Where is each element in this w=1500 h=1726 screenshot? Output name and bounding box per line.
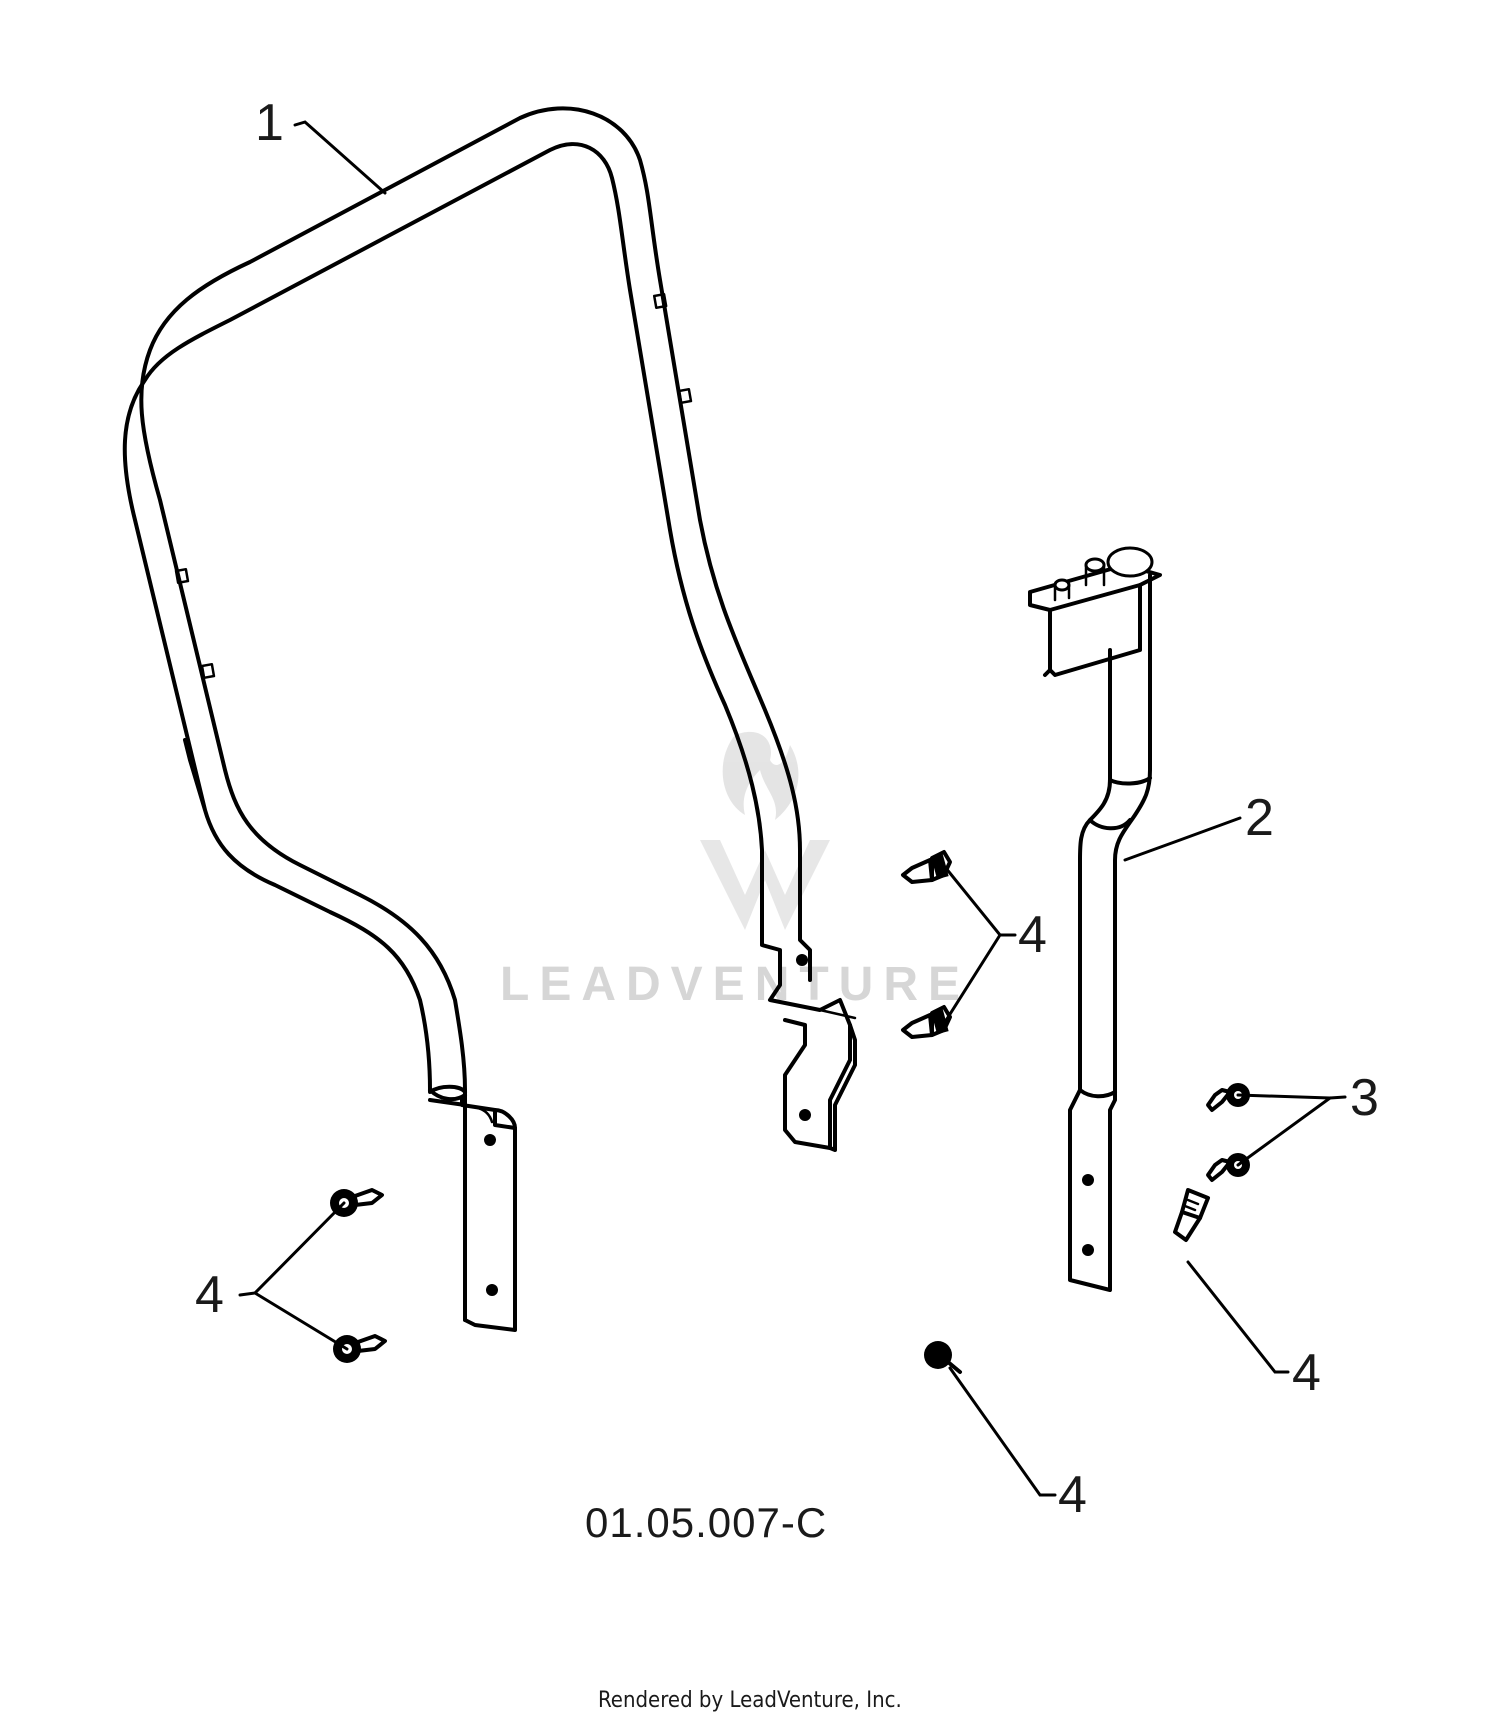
part-1-frame-bar <box>122 106 857 1332</box>
callout-1: 1 <box>255 94 284 152</box>
callout-4-bottom: 4 <box>1058 1466 1087 1524</box>
drawing-code: 01.05.007-C <box>585 1499 827 1546</box>
render-credit: Rendered by LeadVenture, Inc. <box>598 1688 902 1713</box>
part-2-support-bar <box>1028 546 1162 1292</box>
watermark-logo <box>700 731 830 930</box>
part-4-fastener-bottom <box>924 1341 962 1374</box>
callout-3: 3 <box>1350 1069 1379 1127</box>
part-4-fastener-left-2 <box>333 1334 387 1363</box>
callout-4-upper: 4 <box>1018 906 1047 964</box>
part-4-fastener-upper-1 <box>901 850 952 884</box>
leader-lines <box>238 120 1347 1497</box>
watermark-text: LEADVENTURE <box>500 958 970 1011</box>
part-4-fastener-upper-2 <box>901 1005 952 1039</box>
part-4-fastener-right <box>1173 1188 1210 1242</box>
callout-4-right: 4 <box>1292 1344 1321 1402</box>
callout-2: 2 <box>1245 789 1274 847</box>
callout-4-left: 4 <box>195 1266 224 1324</box>
part-3-fastener-2 <box>1206 1153 1250 1182</box>
part-4-fastener-left-1 <box>330 1188 384 1217</box>
